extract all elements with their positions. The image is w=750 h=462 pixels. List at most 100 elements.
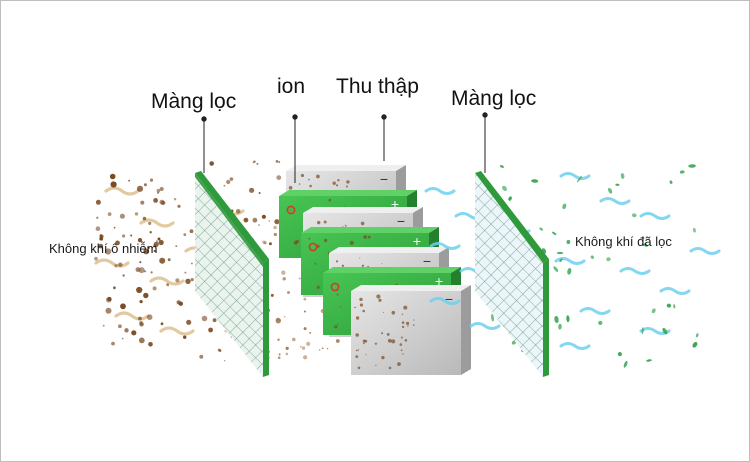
dust-particle [167, 258, 171, 262]
leaf-particle [646, 359, 652, 362]
leaf-particle [669, 180, 673, 184]
dust-particle [139, 300, 143, 304]
label-filter-right: Màng lọc [451, 87, 537, 110]
plate-sign: + [435, 273, 443, 289]
dust-particle [184, 271, 187, 274]
dust-particle [226, 179, 231, 185]
leaf-particle [508, 196, 512, 201]
dust-particle [149, 231, 152, 234]
plate-dust [401, 321, 405, 324]
dust-particle [243, 217, 249, 223]
dust-particle [175, 278, 180, 283]
dust-particle [299, 345, 302, 348]
plate-dust [367, 235, 371, 239]
leaf-particle [552, 231, 557, 236]
dust-particle [199, 354, 204, 359]
label-collector: Thu thập [336, 75, 419, 98]
plate-sign: − [397, 213, 405, 229]
dust-particle [283, 316, 286, 318]
plate-dust [401, 313, 404, 315]
dust-particle [113, 226, 116, 229]
dust-particle [258, 192, 261, 194]
dust-particle [138, 316, 142, 321]
leaf-particle [666, 303, 672, 308]
clean-air-swirl [429, 297, 461, 305]
plate-dust [335, 184, 339, 187]
dust-particle [157, 191, 159, 194]
leaf-particle [556, 251, 564, 255]
plate-dust [336, 293, 339, 296]
dust-particle [201, 315, 208, 322]
right-filter-membrane [475, 171, 549, 377]
dust-particle [268, 220, 271, 222]
plate-dust [344, 224, 347, 227]
dust-particle [252, 217, 258, 223]
leaf-particle [695, 333, 699, 338]
dust-particle [118, 262, 123, 267]
dust-particle [160, 322, 164, 326]
plate-dust [335, 260, 339, 263]
dust-particle [156, 188, 161, 193]
plate-top [351, 285, 471, 291]
plate-top [329, 247, 449, 253]
leaf-particle [620, 173, 625, 179]
plate-dust [412, 324, 415, 326]
plate-sign: − [380, 171, 388, 187]
dust-particle [120, 303, 126, 310]
dust-particle [177, 204, 181, 208]
dust-particle [282, 277, 286, 281]
clean-air-swirl [554, 257, 586, 265]
label-filtered-air: Không khí đã lọc [575, 234, 672, 249]
leaf-particle [490, 313, 495, 322]
leaf-particle [539, 227, 544, 231]
leaf-particle [617, 352, 622, 357]
dust-particle [274, 219, 280, 225]
leaf-particle [598, 320, 603, 326]
plate-dust [362, 342, 365, 345]
plate-dust [397, 362, 401, 366]
dust-particle [261, 214, 266, 219]
plate-dust [375, 364, 377, 366]
plate-dust [386, 333, 390, 336]
clean-air-swirl [579, 307, 611, 315]
leaf-particle [559, 258, 563, 263]
dust-particle [183, 335, 187, 339]
dust-particle [115, 240, 120, 246]
air-swirl [159, 326, 195, 336]
dust-particle [143, 183, 147, 187]
plate-dust [316, 174, 320, 179]
plate-top [303, 207, 423, 213]
dust-particle [262, 240, 266, 244]
plate-dust [399, 343, 403, 346]
plate-top [301, 227, 439, 233]
plate-dust [381, 355, 385, 360]
ion-emitter-icon [308, 242, 318, 252]
clean-air-swirl [639, 212, 671, 220]
plate-dust [300, 173, 304, 178]
dust-particle [131, 330, 137, 336]
clean-air-swirl [659, 287, 691, 295]
clean-air-swirl [469, 322, 501, 330]
dust-particle [277, 338, 280, 341]
plate-dust [365, 354, 367, 356]
dust-particle [278, 353, 281, 356]
plate-dust [308, 178, 310, 181]
plate-dust [355, 333, 360, 337]
plate-top [279, 190, 417, 196]
dust-particle [189, 229, 194, 234]
air-swirl [104, 186, 140, 196]
dust-particle [273, 232, 277, 237]
plate-dust [316, 285, 320, 289]
plate-dust [309, 184, 312, 188]
dust-particle [102, 324, 105, 327]
plate-dust [354, 306, 356, 309]
dust-particle [303, 327, 307, 331]
leaf-particle [606, 257, 611, 262]
plate-dust [364, 339, 368, 343]
dust-particle [178, 301, 183, 306]
dust-particle [185, 278, 191, 284]
dust-particle [128, 179, 130, 182]
dust-particle [118, 324, 122, 329]
dust-particle [119, 213, 125, 219]
dust-particle [208, 327, 214, 333]
